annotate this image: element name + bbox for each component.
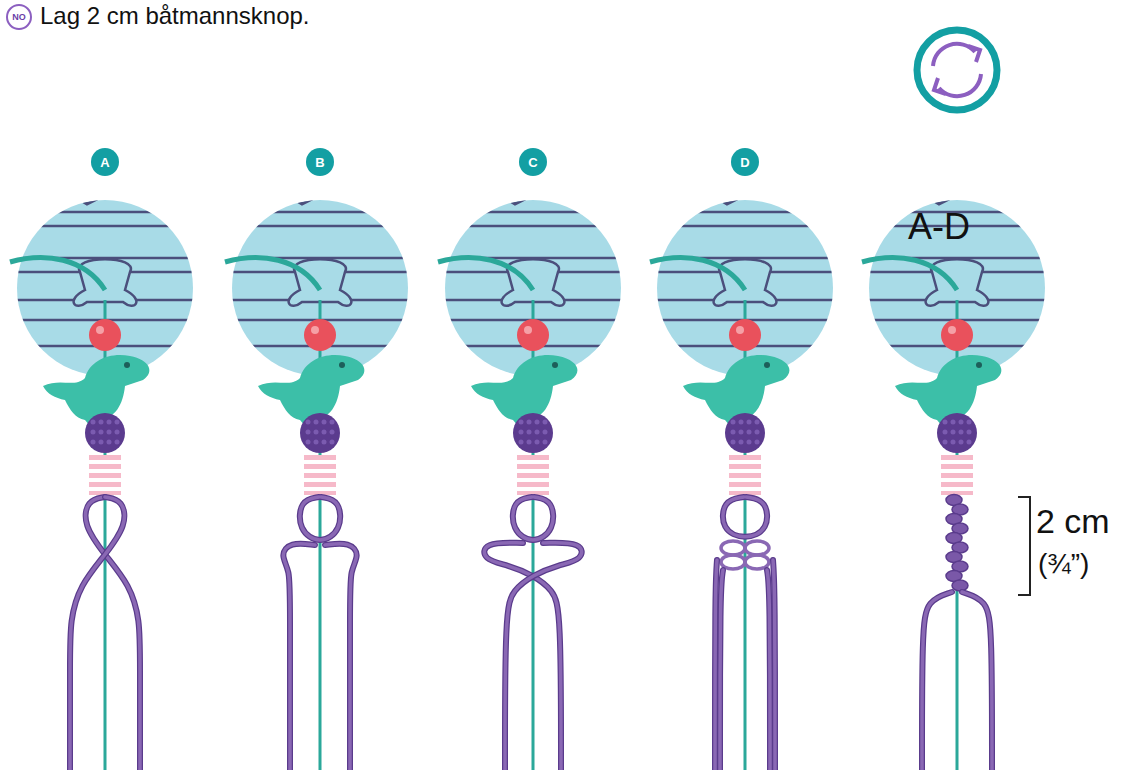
node-text: B	[315, 155, 324, 170]
knot-cord	[484, 497, 581, 770]
red-bead	[517, 319, 549, 351]
bracelet-figure	[857, 198, 1057, 770]
node-text: NO	[12, 12, 26, 22]
purple-bead	[725, 413, 765, 453]
red-bead	[304, 319, 336, 351]
spacer-bead	[941, 455, 973, 495]
spacer-bead	[304, 455, 336, 495]
dimension-imperial: (¾”)	[1038, 548, 1089, 580]
red-bead	[941, 319, 973, 351]
dimension-bracket	[1018, 497, 1030, 595]
knot-cord	[715, 497, 775, 770]
step-letter: A	[91, 148, 119, 176]
red-bead	[729, 319, 761, 351]
step-letter: D	[731, 148, 759, 176]
red-bead	[89, 319, 121, 351]
bracelet-figure	[433, 198, 633, 770]
spacer-bead	[89, 455, 121, 495]
bracelet-figure	[645, 198, 845, 770]
step-letter: B	[306, 148, 334, 176]
repeat-icon	[917, 30, 997, 110]
purple-bead	[937, 413, 977, 453]
spacer-bead	[517, 455, 549, 495]
spacer-bead	[729, 455, 761, 495]
bracelet-figure	[220, 198, 420, 770]
title: Lag 2 cm båtmannsknop.	[40, 2, 310, 30]
dimension-value: 2 cm	[1036, 502, 1110, 541]
step-letter: C	[519, 148, 547, 176]
knot-cord	[922, 495, 992, 770]
range-label: A-D	[908, 206, 970, 248]
purple-bead	[85, 413, 125, 453]
node-text: C	[528, 155, 537, 170]
node-text: D	[740, 155, 749, 170]
knot-cord	[70, 497, 140, 770]
knot-cord	[283, 497, 356, 770]
node-text: A	[100, 155, 109, 170]
purple-bead	[513, 413, 553, 453]
language-badge: NO	[6, 4, 32, 30]
bracelet-figure	[5, 198, 205, 770]
purple-bead	[300, 413, 340, 453]
